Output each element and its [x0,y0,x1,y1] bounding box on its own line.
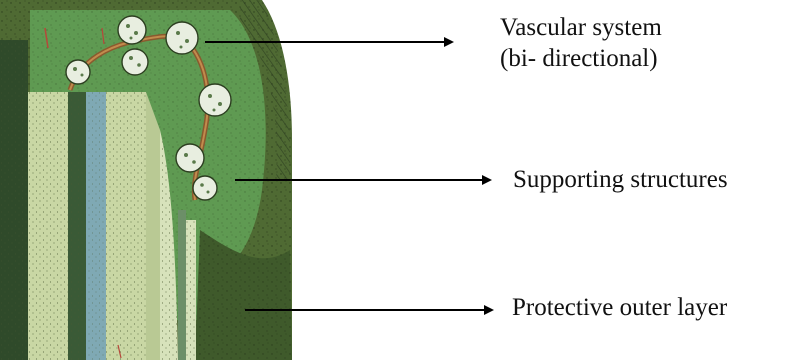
vascular-system-line1: Vascular system [500,12,662,43]
supporting-structures-label: Supporting structures [513,164,728,195]
vascular-system-label: Vascular system (bi- directional) [500,12,662,74]
protective-outer-layer-label: Protective outer layer [512,292,727,323]
sloped-tissue [146,92,160,360]
vascular-system-line2: (bi- directional) [500,43,662,74]
